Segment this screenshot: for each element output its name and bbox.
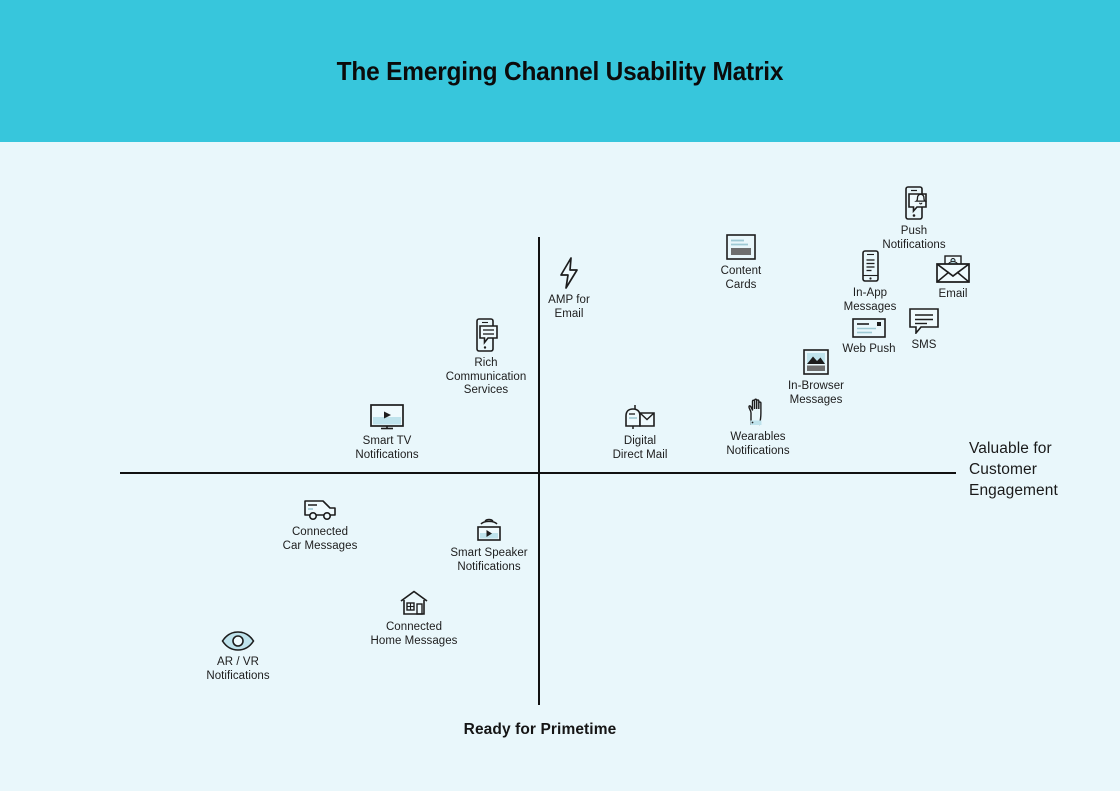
channel-item-push-notifications[interactable]: Push Notifications bbox=[839, 186, 989, 252]
channel-item-email[interactable]: Email bbox=[878, 255, 1028, 302]
channel-item-digital-direct-mail[interactable]: Digital Direct Mail bbox=[565, 404, 715, 462]
channel-item-sms[interactable]: SMS bbox=[849, 308, 999, 353]
channel-item-amp-for-email[interactable]: AMP for Email bbox=[494, 257, 644, 321]
push-notifications-icon bbox=[901, 186, 927, 220]
channel-label: In-Browser Messages bbox=[787, 380, 845, 406]
smart-tv-notifications-icon bbox=[370, 404, 404, 430]
channel-label: Push Notifications bbox=[882, 225, 946, 251]
connected-car-messages-icon bbox=[303, 497, 337, 521]
channel-label: Digital Direct Mail bbox=[612, 435, 668, 461]
channel-item-in-app-messages[interactable]: In-App Messages bbox=[795, 250, 945, 314]
channel-label: AMP for Email bbox=[548, 294, 590, 320]
content-cards-icon bbox=[726, 234, 756, 260]
matrix-canvas: Valuable for Customer Engagement Ready f… bbox=[0, 142, 1120, 791]
channel-label: SMS bbox=[911, 339, 937, 351]
rich-communication-services-icon bbox=[473, 318, 499, 352]
page-title: The Emerging Channel Usability Matrix bbox=[336, 55, 784, 86]
channel-item-web-push[interactable]: Web Push bbox=[794, 318, 944, 357]
y-axis-label: Valuable for Customer Engagement bbox=[969, 440, 1058, 499]
ar-vr-notifications-icon bbox=[221, 631, 255, 651]
channel-item-rich-communication-services[interactable]: Rich Communication Services bbox=[411, 318, 561, 398]
channel-item-in-browser-messages[interactable]: In-Browser Messages bbox=[741, 349, 891, 407]
channel-item-smart-tv-notifications[interactable]: Smart TV Notifications bbox=[312, 404, 462, 462]
channel-label: Smart Speaker Notifications bbox=[450, 547, 528, 573]
smart-speaker-notifications-icon bbox=[474, 516, 504, 542]
channel-label: Email bbox=[938, 288, 968, 300]
channel-label: Smart TV Notifications bbox=[355, 435, 419, 461]
wearables-notifications-icon bbox=[746, 398, 770, 426]
amp-for-email-icon bbox=[558, 257, 580, 289]
channel-label: Wearables Notifications bbox=[726, 431, 790, 457]
header-band: The Emerging Channel Usability Matrix bbox=[0, 0, 1120, 142]
channel-label: In-App Messages bbox=[843, 287, 897, 313]
digital-direct-mail-icon bbox=[624, 404, 656, 430]
in-app-messages-icon bbox=[859, 250, 881, 282]
vertical-axis-line bbox=[538, 237, 540, 705]
in-browser-messages-icon bbox=[803, 349, 829, 375]
x-axis-label: Ready for Primetime bbox=[463, 721, 617, 738]
channel-label: Connected Home Messages bbox=[370, 621, 458, 647]
channel-item-smart-speaker-notifications[interactable]: Smart Speaker Notifications bbox=[414, 516, 564, 574]
channel-label: Web Push bbox=[842, 343, 896, 355]
email-icon bbox=[936, 255, 970, 283]
channel-item-wearables-notifications[interactable]: Wearables Notifications bbox=[683, 398, 833, 458]
channel-item-connected-home-messages[interactable]: Connected Home Messages bbox=[339, 590, 489, 648]
web-push-icon bbox=[852, 318, 886, 338]
connected-home-messages-icon bbox=[399, 590, 429, 616]
channel-label: Content Cards bbox=[720, 265, 762, 291]
sms-icon bbox=[909, 308, 939, 334]
channel-item-connected-car-messages[interactable]: Connected Car Messages bbox=[245, 497, 395, 553]
channel-item-ar-vr-notifications[interactable]: AR / VR Notifications bbox=[163, 631, 313, 683]
channel-label: Rich Communication Services bbox=[445, 357, 527, 396]
channel-item-content-cards[interactable]: Content Cards bbox=[666, 234, 816, 292]
channel-label: Connected Car Messages bbox=[282, 526, 358, 552]
channel-label: AR / VR Notifications bbox=[206, 656, 270, 682]
